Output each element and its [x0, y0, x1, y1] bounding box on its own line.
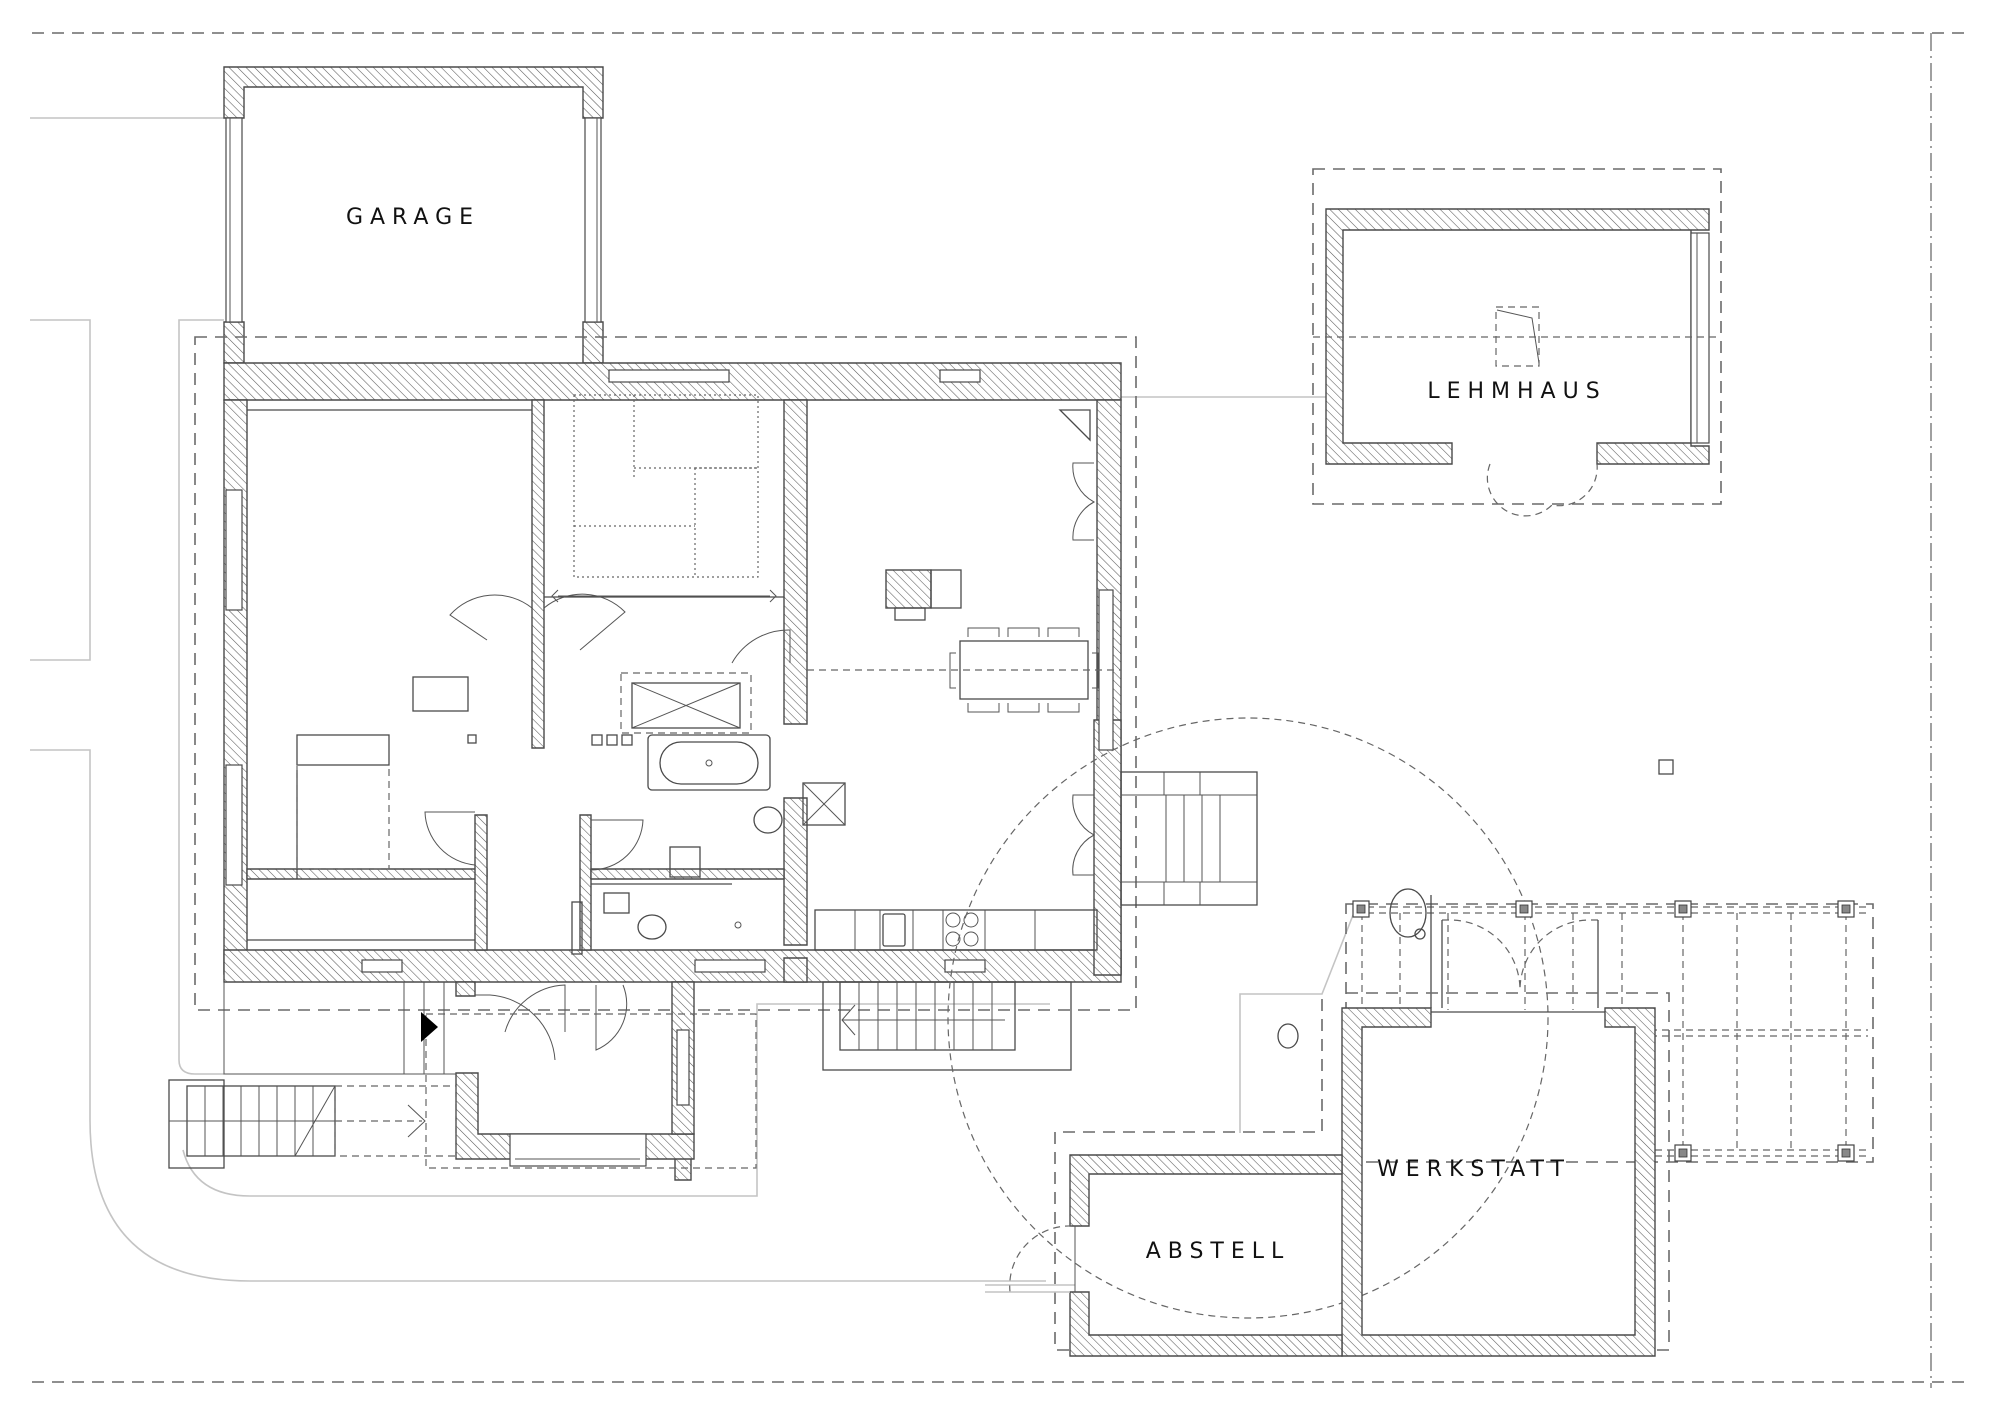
main-house-roof-outline	[194, 336, 1137, 1011]
survey-marker	[1658, 759, 1674, 775]
windows	[225, 369, 1114, 973]
room-label-garage: GARAGE	[346, 205, 480, 230]
living-room	[802, 409, 1121, 951]
pergola-post-icon	[1352, 900, 1855, 1162]
room-label-werkstatt: WERKSTATT	[1377, 1157, 1571, 1182]
site-boundary	[32, 32, 1968, 1388]
tatami-room	[544, 394, 784, 603]
exterior-stair-left	[168, 1079, 457, 1169]
carport	[223, 982, 456, 1075]
bedroom-2	[247, 734, 477, 941]
tree-canopy	[947, 717, 1549, 1319]
garage: GARAGE	[223, 66, 604, 364]
terrain-lines	[30, 117, 1358, 1286]
room-label-lehmhaus: LEHMHAUS	[1427, 379, 1606, 404]
exterior-stair-east	[1120, 771, 1258, 906]
bedroom-1	[247, 409, 532, 712]
doors	[424, 593, 791, 1061]
entrance	[425, 981, 757, 1169]
outbuilding: WERKSTATT ABSTELL	[985, 992, 1670, 1357]
room-label-abstell: ABSTELL	[1146, 1239, 1291, 1264]
entrance-arrow-icon	[421, 1012, 438, 1042]
lehmhaus: LEHMHAUS	[1312, 168, 1722, 517]
exterior-stair-south	[822, 981, 1072, 1071]
bathroom	[571, 672, 783, 955]
